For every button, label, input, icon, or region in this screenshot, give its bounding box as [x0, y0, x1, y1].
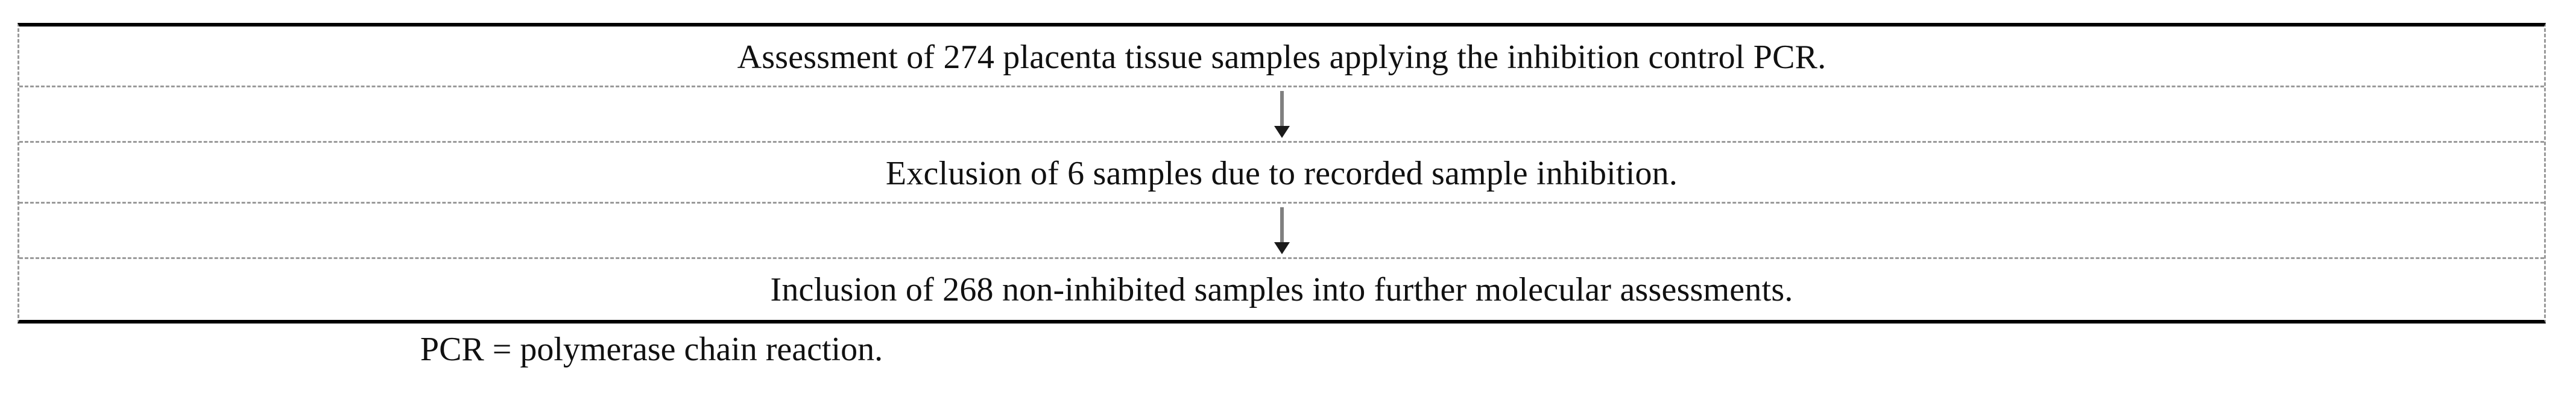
step-label: Exclusion of 6 samples due to recorded s… [885, 155, 1678, 193]
figure-caption-text: PCR = polymerase chain reaction. [420, 331, 883, 368]
step-label: Inclusion of 268 non-inhibited samples i… [770, 271, 1793, 309]
flowchart-step-inclusion: Inclusion of 268 non-inhibited samples i… [19, 259, 2544, 320]
flowchart-connector-1 [19, 87, 2544, 143]
down-arrow-icon [1274, 90, 1290, 138]
flowchart-step-exclusion: Exclusion of 6 samples due to recorded s… [19, 143, 2544, 204]
step-label: Assessment of 274 placenta tissue sample… [737, 39, 1826, 77]
flowchart-step-assessment: Assessment of 274 placenta tissue sample… [19, 27, 2544, 87]
connector-arrow-wrap [19, 204, 2544, 257]
flowchart-table: Assessment of 274 placenta tissue sample… [17, 23, 2546, 324]
down-arrow-icon [1274, 207, 1290, 254]
connector-arrow-wrap [19, 87, 2544, 141]
figure-caption: PCR = polymerase chain reaction. [17, 330, 2546, 369]
flowchart-connector-2 [19, 204, 2544, 259]
